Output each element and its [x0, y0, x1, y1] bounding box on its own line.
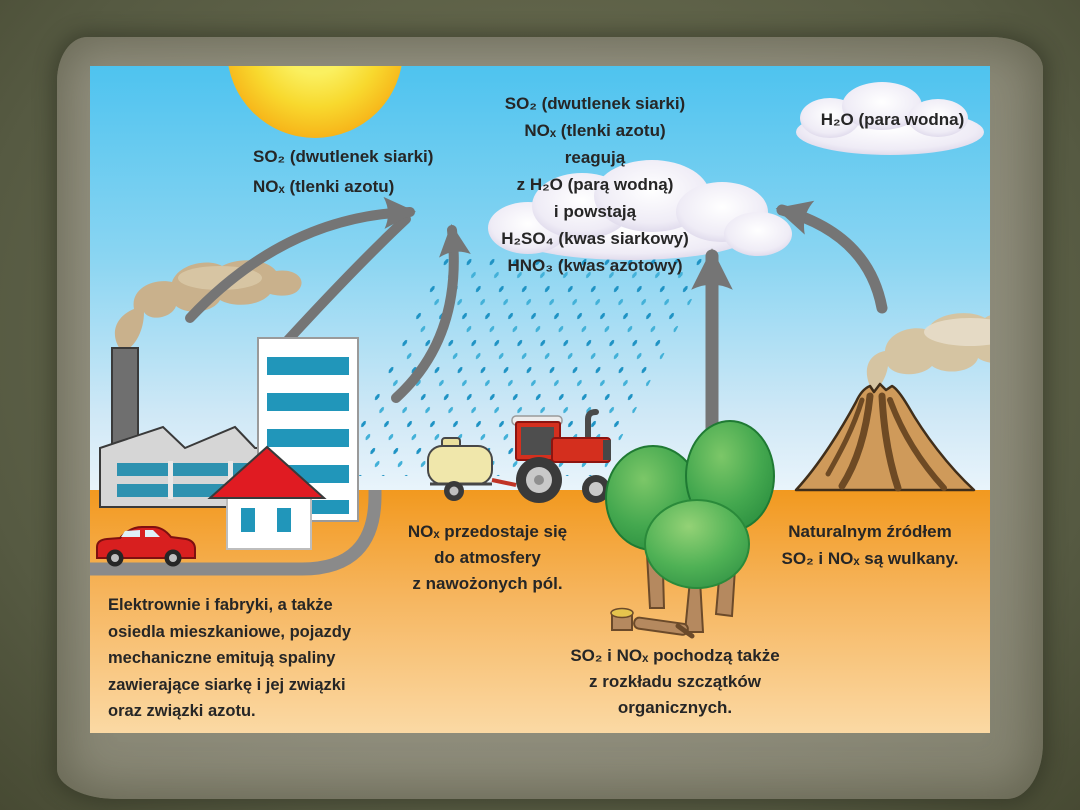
diagram-panel: SO₂ (dwutlenek siarki) NOₓ (tlenki azotu… — [90, 66, 990, 733]
arrow-volcano-to-cloud — [775, 200, 888, 314]
label-fertilized-fields: NOₓ przedostaje się do atmosfery z nawoż… — [390, 519, 585, 597]
tree-stump-icon — [610, 607, 634, 631]
volcano-icon — [794, 382, 976, 492]
label-line: organicznych. — [617, 698, 733, 717]
trees-icon — [605, 420, 775, 633]
arrow-fields-to-cloud — [391, 224, 471, 403]
label-line: mechaniczne emitują spaliny — [108, 649, 336, 667]
label-line: oraz związki azotu. — [108, 702, 256, 720]
label-volcanoes: Naturalnym źródłem SO₂ i NOₓ są wulkany. — [745, 518, 990, 572]
scene-illustration — [90, 82, 990, 639]
label-line: zawierające siarkę i jej związki — [108, 675, 346, 694]
label-cloud-reaction: SO₂ (dwutlenek siarki) NOₓ (tlenki azotu… — [440, 90, 750, 279]
label-line: osiedla mieszkaniowe, pojazdy — [108, 622, 351, 641]
label-line: Naturalnym źródłem — [788, 522, 952, 541]
emission-arrows — [185, 196, 888, 463]
label-line: NOₓ (tlenki azotu) — [524, 121, 666, 140]
arrow-smoke-to-cloud — [185, 196, 416, 323]
label-line: z nawożonych pól. — [412, 574, 563, 593]
label-line: do atmosfery — [434, 548, 541, 567]
label-organic-decay: SO₂ i NOₓ pochodzą także z rozkładu szcz… — [550, 643, 800, 721]
label-line: z rozkładu szczątków — [589, 672, 761, 691]
label-line: reagują — [564, 148, 626, 167]
label-factories-paragraph: Elektrownie i fabryki, a także osiedla m… — [108, 592, 408, 725]
label-line: H₂SO₄ (kwas siarkowy) — [501, 229, 689, 248]
label-line: SO₂ (dwutlenek siarki) — [504, 94, 686, 113]
label-line: i powstają — [553, 202, 637, 221]
car-icon — [96, 526, 196, 567]
arrow-building-to-cloud — [283, 214, 411, 345]
house-icon — [207, 445, 327, 550]
label-line: SO₂ (dwutlenek siarki) — [253, 147, 434, 166]
label-line: NOₓ (tlenki azotu) — [253, 177, 395, 196]
label-line: z H₂O (parą wodną) — [516, 175, 674, 194]
label-line: SO₂ i NOₓ pochodzą także — [570, 646, 780, 665]
label-line: NOₓ przedostaje się — [407, 522, 568, 541]
label-line: Elektrownie i fabryki, a także — [108, 596, 333, 614]
volcano-smoke-icon — [866, 313, 990, 394]
label-emissions-left: SO₂ (dwutlenek siarki) NOₓ (tlenki azotu… — [253, 142, 433, 202]
acid-cloud-icon — [488, 160, 792, 260]
fallen-log-icon — [633, 616, 695, 639]
water-vapor-cloud-icon — [796, 82, 984, 155]
label-line: H₂O (para wodna) — [820, 110, 965, 129]
label-water-vapor: H₂O (para wodna) — [790, 110, 990, 130]
label-line: SO₂ i NOₓ są wulkany. — [781, 549, 959, 568]
road-icon — [90, 490, 382, 576]
tank-trailer-icon — [427, 437, 517, 501]
tractor-icon — [511, 409, 611, 503]
label-line: HNO₃ (kwas azotowy) — [507, 256, 683, 275]
